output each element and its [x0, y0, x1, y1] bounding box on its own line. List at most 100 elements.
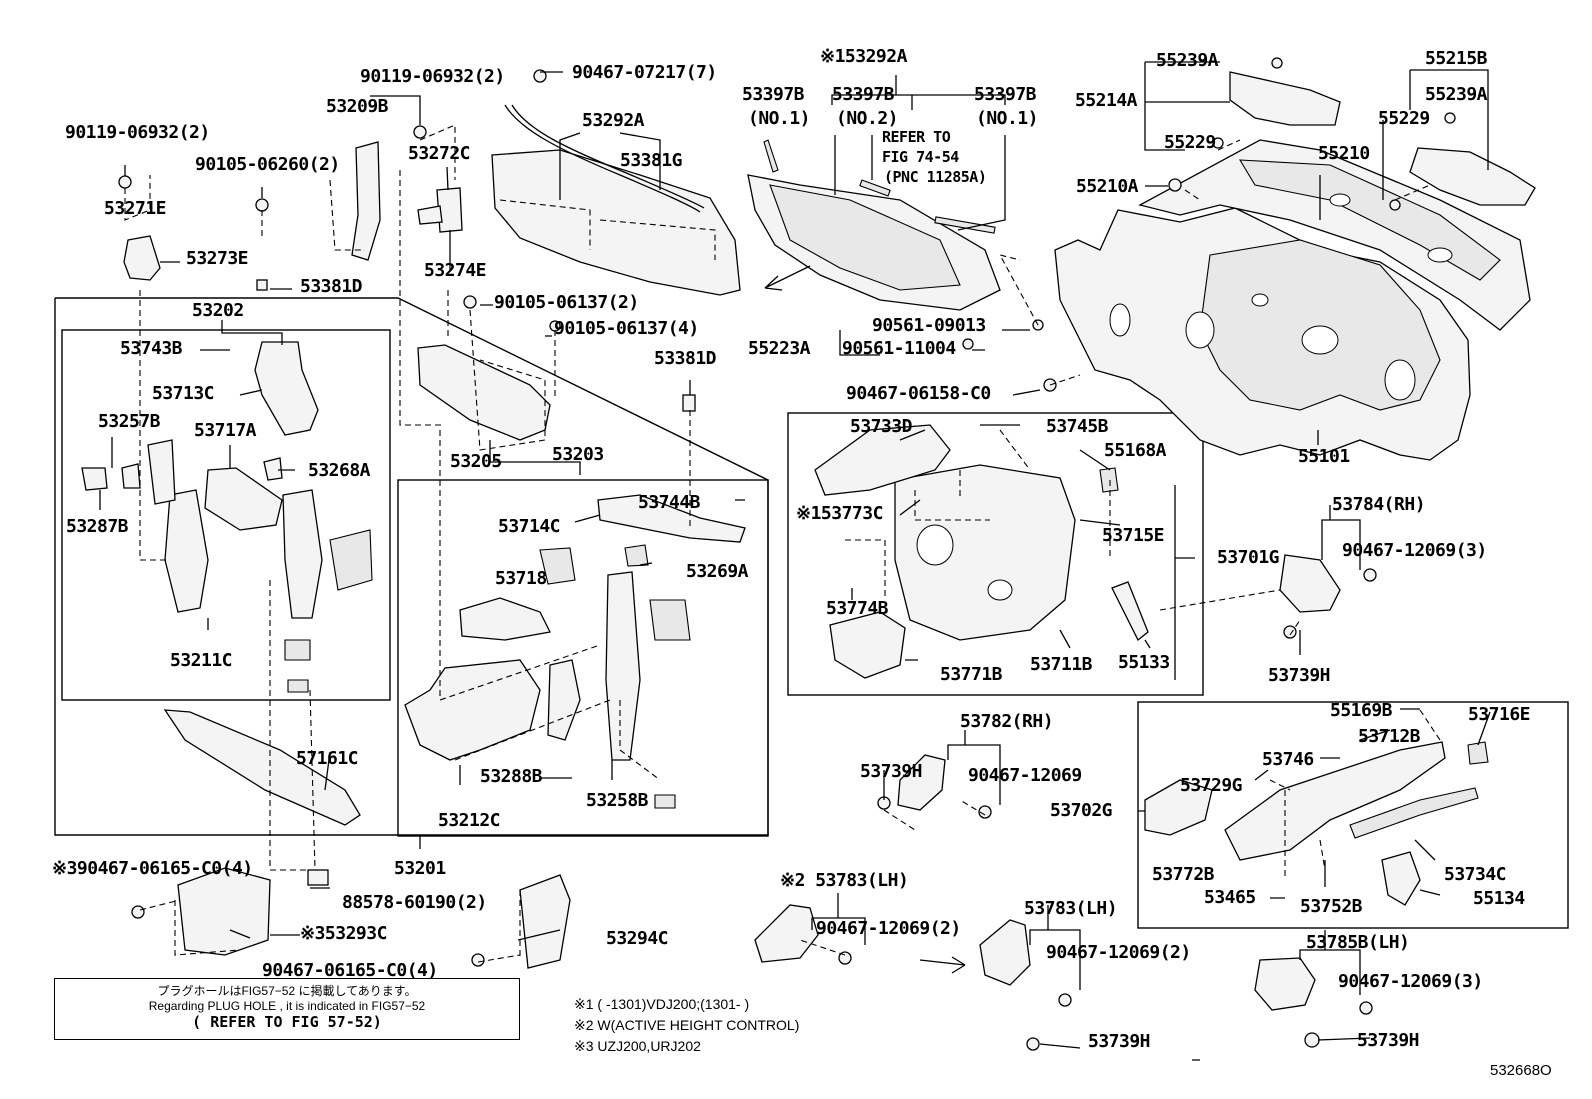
part-label: 53292A: [582, 110, 645, 131]
part-label: 55168A: [1104, 440, 1167, 461]
part-label: 53782(RH): [960, 711, 1054, 732]
part-label: 53701G: [1217, 547, 1280, 568]
part-label: 53784(RH): [1332, 494, 1426, 515]
part-label: 55134: [1473, 888, 1525, 909]
dash-panel-55101: [1054, 207, 1471, 461]
part-label: 53271E: [104, 198, 167, 219]
part-label: 90105-06137(4): [554, 318, 699, 339]
part-label: 90467-12069: [968, 765, 1082, 786]
part-label: 90561-09013: [872, 315, 986, 336]
cover-53784RH: [1279, 554, 1341, 613]
leader-lines: [99, 61, 1491, 1061]
bracket-53287B: [81, 467, 108, 491]
part-label: 53783(LH): [1024, 898, 1118, 919]
part-label: 53744B: [638, 492, 701, 513]
part-label: 90467-06158-C0: [846, 383, 991, 404]
part-label: 53272C: [408, 143, 471, 164]
rail-53712B: [1224, 741, 1446, 861]
panel-53212C: [404, 659, 541, 761]
part-label: 53752B: [1300, 896, 1363, 917]
reference-text: REFER TO: [882, 128, 951, 146]
part-label: 90467-12069(2): [1046, 942, 1191, 963]
panel-53743B: [147, 439, 176, 505]
part-label: 57161C: [296, 748, 359, 769]
cover-53782RH: [897, 754, 946, 811]
panel-53211C: [164, 489, 209, 613]
part-label: 90561-11004: [842, 338, 956, 359]
part-label: 53205: [450, 451, 502, 472]
rail-53733D: [814, 424, 951, 496]
duct-53294C: [519, 874, 571, 969]
crossmember-53205: [417, 344, 551, 441]
part-label: 55133: [1118, 652, 1170, 673]
part-label: 53465: [1204, 887, 1256, 908]
part-label: 53729G: [1180, 775, 1243, 796]
part-label: 55101: [1298, 446, 1350, 467]
panel-53714C: [597, 494, 746, 543]
illustration-code: 532668O: [1490, 1062, 1552, 1079]
direction-arrow-1: [764, 265, 811, 291]
group-outline-53201: [54, 297, 769, 836]
direction-arrow-2: [919, 956, 966, 974]
part-label: 55239A: [1156, 50, 1219, 71]
installation-lines: [124, 124, 1441, 963]
group-box-53203: [397, 479, 769, 837]
cover-53783LH-a: [754, 904, 819, 963]
part-label: 90105-06260(2): [195, 154, 340, 175]
part-label: 53257B: [98, 411, 161, 432]
reference-text: FIG 74-54: [882, 148, 959, 166]
part-label: ※153773C: [796, 503, 883, 524]
part-label: 53743B: [120, 338, 183, 359]
part-label: 55229: [1378, 108, 1430, 129]
part-label: ※2 53783(LH): [780, 870, 909, 891]
note-japanese: プラグホールはFIG57−52 に掲載してあります。: [157, 984, 417, 998]
part-label: 53381G: [620, 150, 683, 171]
bracket-53272C: [417, 205, 443, 225]
part-label: 53203: [552, 444, 604, 465]
part-label: 53212C: [438, 810, 501, 831]
bracket-53718: [459, 597, 551, 641]
bracket-53268A: [263, 457, 283, 481]
duct-53293C: [177, 867, 271, 956]
cover-53783LH-b: [979, 919, 1031, 986]
part-label: 55169B: [1330, 700, 1393, 721]
part-label: 55210: [1318, 143, 1370, 164]
part-label: 53714C: [498, 516, 561, 537]
part-label: 90467-07217(7): [572, 62, 717, 83]
part-label: 53712B: [1358, 726, 1421, 747]
cowl-panel-55210: [1138, 139, 1531, 331]
part-label: 90467-12069(2): [816, 918, 961, 939]
part-label: 90119-06932(2): [65, 122, 210, 143]
part-label: 55214A: [1075, 90, 1138, 111]
part-label: 53273E: [186, 248, 249, 269]
part-label: ※153292A: [820, 46, 907, 67]
apron-53711B: [894, 464, 1076, 641]
pad-88578: [307, 869, 329, 886]
part-label: 53268A: [308, 460, 371, 481]
part-label: 55239A: [1425, 84, 1488, 105]
part-label: 53771B: [940, 664, 1003, 685]
part-label: 53733D: [850, 416, 913, 437]
part-label: 53739H: [1357, 1030, 1420, 1051]
part-label: 88578-60190(2): [342, 892, 487, 913]
part-label: ※353293C: [300, 923, 387, 944]
bracket-53771B: [829, 611, 906, 679]
part-label: 90105-06137(2): [494, 292, 639, 313]
part-label: 53702G: [1050, 800, 1113, 821]
panel-53288B: [547, 659, 581, 741]
part-label: 53202: [192, 300, 244, 321]
footnote-2: ※2 W(ACTIVE HEIGHT CONTROL): [574, 1017, 800, 1033]
part-label: 53739H: [1088, 1031, 1151, 1052]
part-label: 53269A: [686, 561, 749, 582]
bracket-53772B: [1144, 779, 1213, 836]
bracket-55214A: [1229, 71, 1341, 126]
part-label: 53734C: [1444, 864, 1507, 885]
part-label: 53718: [495, 568, 547, 589]
part-label: 53397B: [974, 84, 1037, 105]
bracket-53271E: [123, 235, 161, 281]
note-reference: ( REFER TO FIG 57-52): [192, 1013, 382, 1031]
part-label: 53287B: [66, 516, 129, 537]
part-label: 53711B: [1030, 654, 1093, 675]
part-label: 55210A: [1076, 176, 1139, 197]
